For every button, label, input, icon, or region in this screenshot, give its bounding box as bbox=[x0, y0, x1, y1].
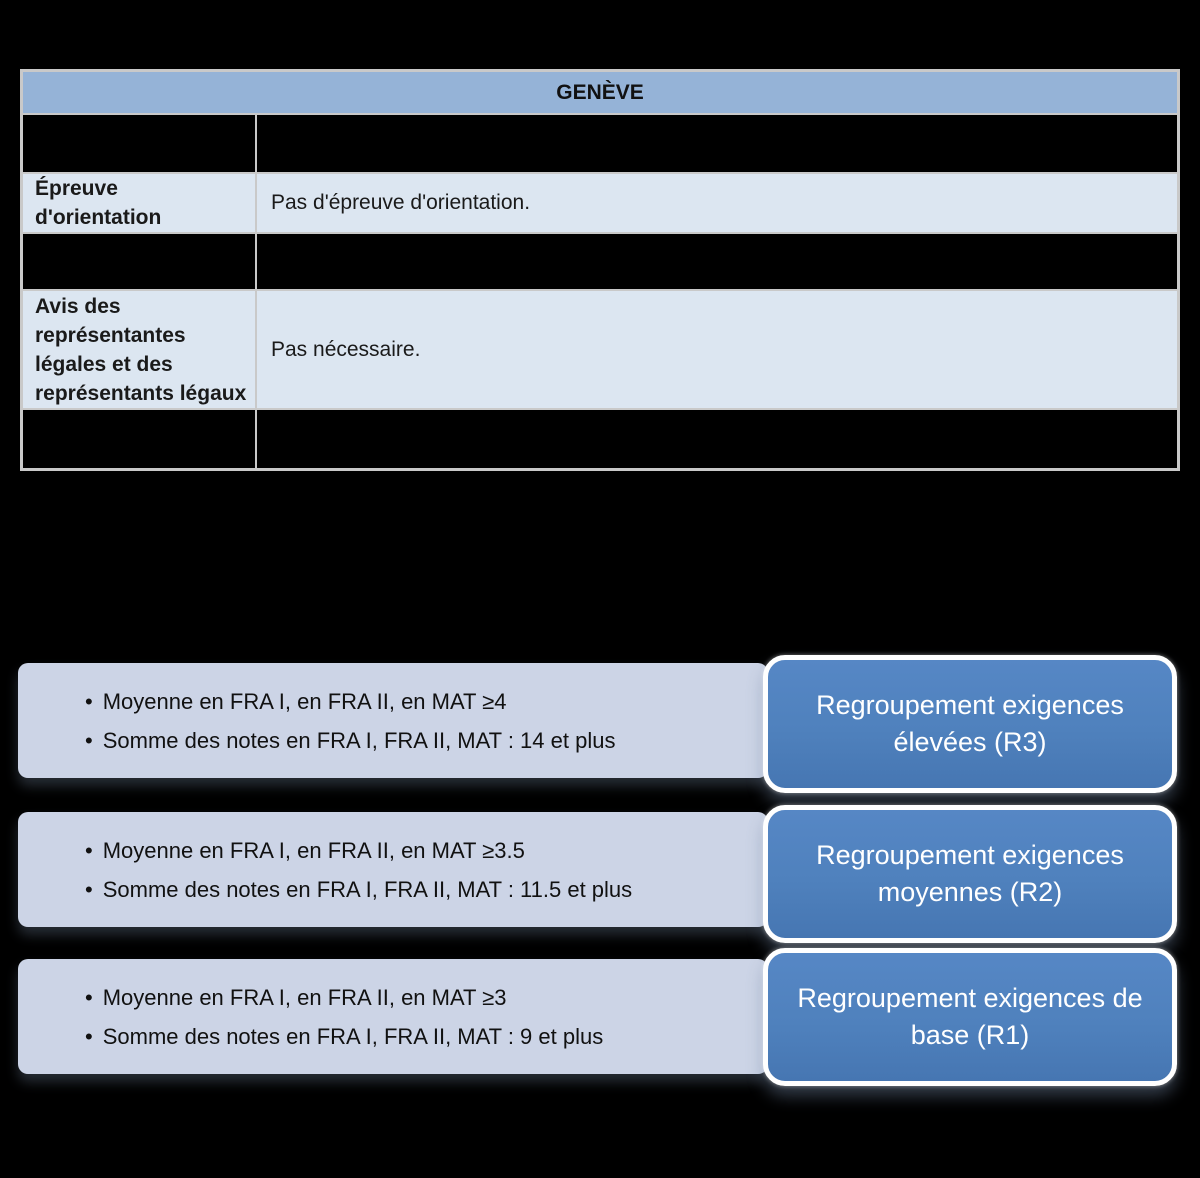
criteria-list: Moyenne en FRA I, en FRA II, en MAT ≥4 S… bbox=[18, 682, 768, 760]
row-label-cell bbox=[23, 410, 255, 468]
criteria-list: Moyenne en FRA I, en FRA II, en MAT ≥3.5… bbox=[18, 831, 768, 909]
criteria-box-r1: Moyenne en FRA I, en FRA II, en MAT ≥3 S… bbox=[18, 959, 768, 1074]
row-value-cell bbox=[257, 410, 1177, 468]
bullet-item: Somme des notes en FRA I, FRA II, MAT : … bbox=[85, 721, 768, 760]
table-row-avis: Avis des représentantes légales et des r… bbox=[23, 291, 1177, 408]
regroupement-label: Regroupement exigences élevées (R3) bbox=[816, 690, 1124, 757]
row-value-cell bbox=[257, 234, 1177, 289]
regroupement-box-r1: Regroupement exigences de base (R1) bbox=[763, 948, 1177, 1086]
regroupement-box-r3: Regroupement exigences élevées (R3) bbox=[763, 655, 1177, 793]
table-row-epreuve: Épreuve d'orientation Pas d'épreuve d'or… bbox=[23, 174, 1177, 232]
row-label-cell: Épreuve d'orientation bbox=[23, 174, 255, 232]
table-row-redacted bbox=[23, 115, 1177, 172]
regroupement-box-r2: Regroupement exigences moyennes (R2) bbox=[763, 805, 1177, 943]
row-value-cell bbox=[257, 115, 1177, 172]
table-row-redacted bbox=[23, 410, 1177, 468]
bullet-item: Somme des notes en FRA I, FRA II, MAT : … bbox=[85, 870, 768, 909]
bullet-item: Moyenne en FRA I, en FRA II, en MAT ≥4 bbox=[85, 682, 768, 721]
bullet-item: Somme des notes en FRA I, FRA II, MAT : … bbox=[85, 1017, 768, 1056]
table-row-redacted bbox=[23, 234, 1177, 289]
row-label-cell: Avis des représentantes légales et des r… bbox=[23, 291, 255, 408]
bullet-item: Moyenne en FRA I, en FRA II, en MAT ≥3.5 bbox=[85, 831, 768, 870]
table-header: GENÈVE bbox=[23, 72, 1177, 113]
bullet-item: Moyenne en FRA I, en FRA II, en MAT ≥3 bbox=[85, 978, 768, 1017]
row-value-cell: Pas d'épreuve d'orientation. bbox=[257, 174, 1177, 232]
regroupement-label: Regroupement exigences de base (R1) bbox=[797, 983, 1143, 1050]
regroupement-label: Regroupement exigences moyennes (R2) bbox=[816, 840, 1124, 907]
criteria-list: Moyenne en FRA I, en FRA II, en MAT ≥3 S… bbox=[18, 978, 768, 1056]
criteria-box-r3: Moyenne en FRA I, en FRA II, en MAT ≥4 S… bbox=[18, 663, 768, 778]
criteria-box-r2: Moyenne en FRA I, en FRA II, en MAT ≥3.5… bbox=[18, 812, 768, 927]
row-value-cell: Pas nécessaire. bbox=[257, 291, 1177, 408]
row-label-cell bbox=[23, 234, 255, 289]
geneve-table: GENÈVE Épreuve d'orientation Pas d'épreu… bbox=[20, 69, 1180, 471]
row-label-cell bbox=[23, 115, 255, 172]
table-title: GENÈVE bbox=[556, 80, 644, 104]
